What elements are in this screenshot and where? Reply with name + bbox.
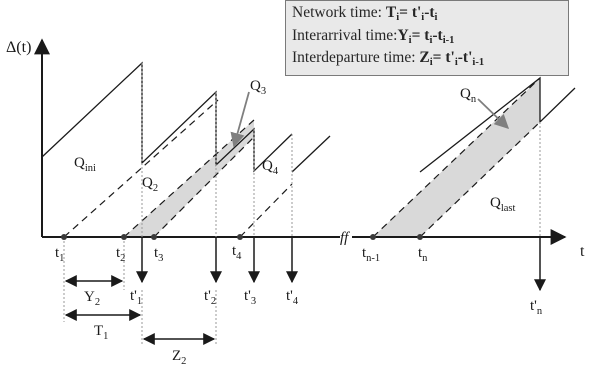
axis-break-mark: ff [340,230,350,246]
label-q3: Q3 [250,78,266,97]
age-sawtooth-segment-4 [291,135,331,173]
legend-interdeparture-time: Interdeparture time: Zi= t'i-t'i-1 [292,49,485,68]
arrival-dot-t2 [121,234,127,240]
legend-interarrival-time: Interarrival time:Yi= ti-ti-1 [292,26,455,46]
dashed-arrival-line-1 [63,99,219,238]
arrival-dot-t3 [151,234,157,240]
label-t1-interval: T1 [94,323,108,342]
label-t-prime-3: t'3 [244,288,256,307]
age-sawtooth-segment-n [419,76,576,173]
label-qn: Qn [460,86,477,105]
arrival-dot-t4 [237,234,243,240]
dashed-arrival-line-4 [239,183,293,238]
label-q-last: Qlast [490,195,516,214]
label-t-prime-1: t'1 [130,288,142,307]
pointer-arrow-qn [477,98,510,130]
label-t1: t1 [55,245,64,264]
arrival-dot-tn [417,234,423,240]
label-q-ini: Qini [74,155,96,174]
label-tn: tn [418,245,428,264]
label-t-prime-n: t'n [530,298,543,317]
dashed-arrival-line-n [419,121,541,238]
label-t4: t4 [232,243,242,262]
label-t3: t3 [154,245,163,264]
pointer-arrow-q3 [230,91,250,148]
label-y2: Y2 [84,289,100,308]
definitions-legend: Network time: Ti= t'i-ti Interarrival ti… [285,0,569,76]
label-t2: t2 [116,245,125,264]
label-q4: Q4 [262,158,279,177]
arrival-dot-tn-1 [370,234,376,240]
dashed-arrival-line-n-1 [372,77,541,238]
y-axis-label: Δ(t) [6,39,31,56]
label-t-prime-2: t'2 [204,288,216,307]
label-tn-1: tn-1 [362,245,380,264]
label-z2: Z2 [172,348,186,367]
label-t-prime-4: t'4 [286,288,299,307]
legend-network-time: Network time: Ti= t'i-ti [292,4,438,23]
label-q2: Q2 [142,175,158,194]
arrival-dot-t1 [61,234,67,240]
x-axis-label: t [580,243,585,260]
